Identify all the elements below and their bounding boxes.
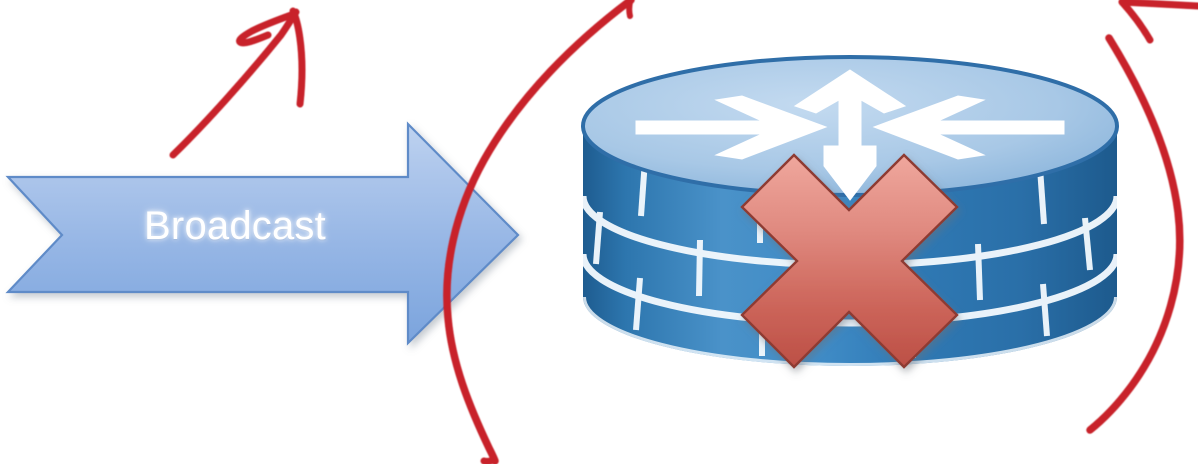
annotation-curve-left bbox=[443, 0, 635, 464]
red-x-cross bbox=[740, 153, 959, 369]
annotation-arc-right bbox=[1086, 0, 1198, 434]
red-x-shape bbox=[740, 153, 959, 369]
broadcast-arrow-shape bbox=[5, 121, 520, 346]
router-arrow-glyphs bbox=[635, 69, 1065, 201]
broadcast-arrow bbox=[5, 121, 520, 346]
annotation-tick-top bbox=[626, 0, 633, 19]
down-arrow-glyph bbox=[823, 145, 877, 201]
annotation-curve-left-hook bbox=[480, 455, 498, 464]
annotation-ink-layer bbox=[169, 0, 1198, 464]
right-arrow-glyph bbox=[635, 95, 828, 160]
left-arrow-glyph bbox=[872, 95, 1065, 160]
annotation-arrow-up-left bbox=[169, 7, 306, 159]
